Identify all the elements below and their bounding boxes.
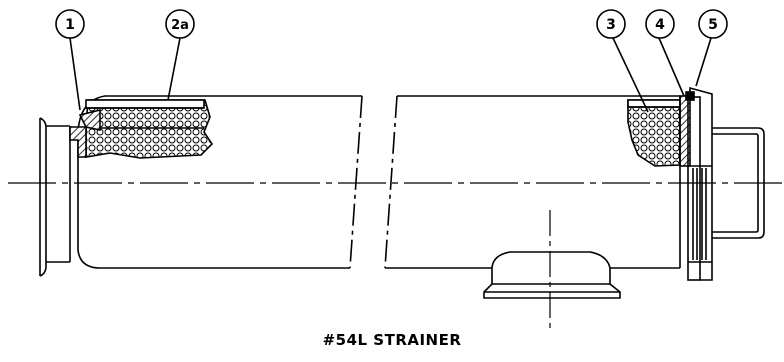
callout-circle-1	[55, 9, 85, 39]
callout-label-3: 3	[606, 17, 616, 33]
callout-label-4: 4	[655, 17, 665, 33]
callout-label-1: 1	[65, 17, 75, 33]
bottom-outlet	[483, 210, 621, 330]
inlet-flange	[39, 117, 71, 277]
callout-label-2a: 2a	[171, 18, 189, 33]
callout-circle-3	[596, 9, 626, 39]
callout-circle-4	[645, 9, 675, 39]
callout-circle-5	[698, 9, 728, 39]
callout-label-5: 5	[708, 17, 718, 33]
callout-circle-2a	[165, 9, 195, 39]
cover-handle	[712, 127, 765, 239]
outlet-cutaway	[627, 91, 695, 167]
cover-clamp	[679, 86, 713, 281]
callout-leaders	[69, 37, 712, 113]
body-right-section	[384, 95, 680, 269]
inlet-cutaway	[69, 99, 214, 159]
drawing-caption: #54L STRAINER	[322, 331, 462, 349]
